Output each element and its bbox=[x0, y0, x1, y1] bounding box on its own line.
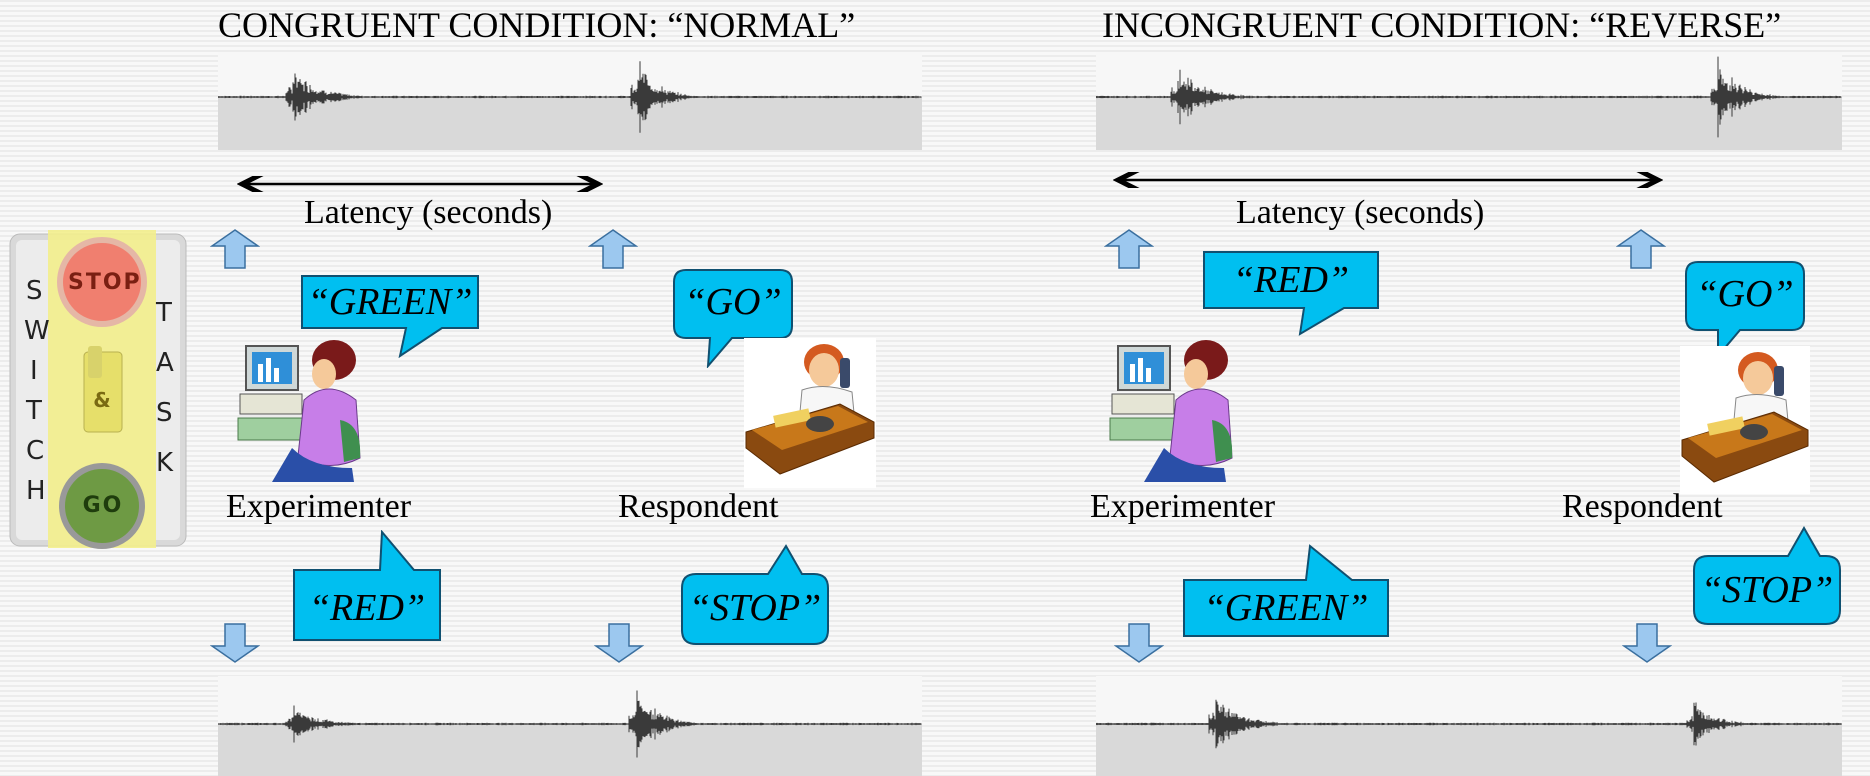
stop-label: STOP bbox=[68, 270, 142, 295]
bubble-shape bbox=[1685, 261, 1805, 358]
respondent-label-congruent: Respondent bbox=[618, 488, 779, 525]
incongruent-title: INCONGRUENT CONDITION: “REVERSE” bbox=[1102, 5, 1782, 45]
bubble-text: “STOP” bbox=[688, 587, 822, 629]
bubble-shape bbox=[1203, 251, 1379, 336]
experimenter-icon bbox=[1109, 340, 1233, 482]
experimenter-label-incongruent: Experimenter bbox=[1090, 488, 1276, 525]
waveform-trace bbox=[1096, 56, 1842, 138]
arrow-down-icon bbox=[594, 623, 644, 663]
arrow-up-icon bbox=[210, 229, 260, 269]
speech-bubble-experimenter: “RED” bbox=[1202, 250, 1380, 336]
waveform-trace bbox=[218, 61, 922, 133]
bubble-text: “GO” bbox=[1696, 273, 1794, 315]
latency-label-incongruent: Latency (seconds) bbox=[1236, 194, 1485, 231]
waveform-top-incongruent bbox=[1096, 52, 1842, 150]
go-label: GO bbox=[82, 493, 124, 518]
experimenter-label-congruent: Experimenter bbox=[226, 488, 412, 525]
task-letter: A bbox=[156, 348, 174, 378]
speech-bubble-respondent: “STOP” bbox=[680, 544, 830, 646]
waveform-bottom-congruent bbox=[218, 676, 922, 776]
bubble-text: “RED” bbox=[308, 587, 426, 629]
latency-arrow-incongruent bbox=[1112, 172, 1664, 188]
latency-label-congruent: Latency (seconds) bbox=[304, 194, 553, 231]
bubble-text: “RED” bbox=[1232, 259, 1350, 301]
task-letter: K bbox=[156, 448, 174, 478]
latency-arrow-congruent bbox=[236, 176, 604, 192]
bubble-text: “GREEN” bbox=[1203, 587, 1369, 629]
and-label: & bbox=[93, 388, 111, 412]
switch-letter: T bbox=[26, 396, 42, 426]
speech-bubble-respondent: “GO” bbox=[672, 268, 794, 368]
speech-bubble-respondent: “STOP” bbox=[1692, 526, 1842, 626]
arrow-down-icon bbox=[1622, 623, 1672, 663]
arrow-up-icon bbox=[588, 229, 638, 269]
switch-letter: W bbox=[24, 316, 50, 346]
waveform-top-congruent bbox=[218, 52, 922, 150]
switch-letter: I bbox=[30, 356, 38, 386]
arrow-up-icon bbox=[1104, 229, 1154, 269]
bubble-shape bbox=[1183, 544, 1389, 637]
bubble-shape bbox=[301, 275, 479, 358]
bubble-shape bbox=[673, 269, 793, 368]
congruent-title: CONGRUENT CONDITION: “NORMAL” bbox=[218, 5, 856, 45]
experimenter-icon bbox=[237, 340, 361, 482]
arrow-down-icon bbox=[1114, 623, 1164, 663]
go-light bbox=[59, 463, 145, 549]
task-letter: T bbox=[156, 298, 172, 328]
bubble-shape bbox=[293, 530, 441, 641]
switch-task-device: STOP & GO S W I T C H T A S K bbox=[8, 228, 188, 550]
waveform-bottom-incongruent bbox=[1096, 676, 1842, 776]
waveform-trace bbox=[1096, 699, 1842, 749]
switch-device-graphic bbox=[9, 230, 187, 549]
switch-letter: H bbox=[26, 476, 46, 506]
speech-bubble-experimenter: “RED” bbox=[292, 530, 442, 642]
speech-bubble-experimenter: “GREEN” bbox=[1182, 544, 1390, 638]
waveform-trace bbox=[218, 690, 922, 758]
bubble-text: “STOP” bbox=[1700, 569, 1834, 611]
respondent-icon bbox=[744, 338, 876, 488]
switch-letter: C bbox=[26, 436, 45, 466]
stop-light bbox=[57, 237, 147, 327]
bubble-text: “GO” bbox=[684, 281, 782, 323]
speech-bubble-respondent: “GO” bbox=[1684, 260, 1806, 358]
task-letter: S bbox=[156, 398, 173, 428]
arrow-up-icon bbox=[1616, 229, 1666, 269]
respondent-icon bbox=[1680, 346, 1810, 494]
bubble-shape bbox=[1693, 526, 1841, 625]
switch-letter: S bbox=[26, 276, 43, 306]
respondent-label-incongruent: Respondent bbox=[1562, 488, 1723, 525]
bubble-text: “GREEN” bbox=[307, 281, 473, 323]
arrow-down-icon bbox=[210, 623, 260, 663]
speech-bubble-experimenter: “GREEN” bbox=[300, 274, 480, 358]
bubble-shape bbox=[681, 544, 829, 645]
